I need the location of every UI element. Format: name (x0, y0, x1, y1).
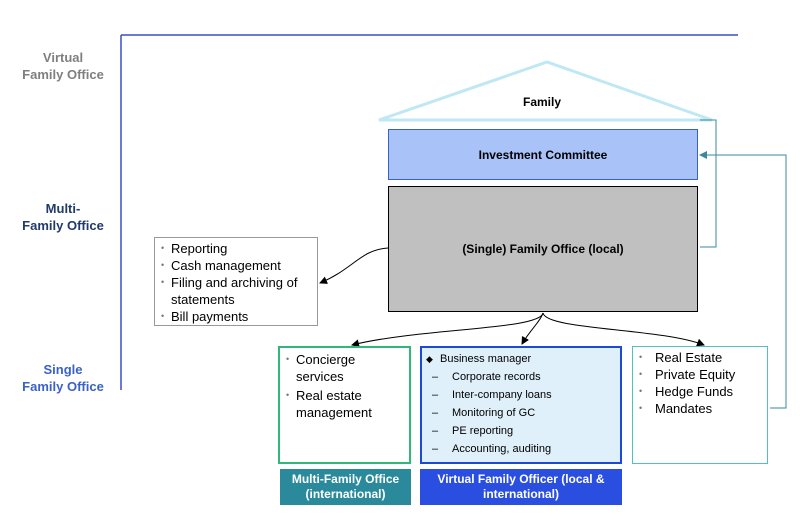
diamond-bullet-icon: ◆ (426, 354, 433, 364)
list-item-label: Monitoring of GC (452, 407, 536, 419)
list-item: Filing and archiving of statements (159, 274, 313, 308)
multi-footer-label: Multi-Family Office (international) (291, 472, 400, 501)
single-label-line1: Single (43, 362, 83, 377)
list-item: –Monitoring of GC (432, 407, 536, 419)
single-label-line2: Family Office (22, 379, 104, 394)
list-item-label: Inter-company loans (452, 389, 552, 401)
family-roof (378, 60, 713, 122)
investment-committee-label: Investment Committee (478, 147, 608, 162)
investment-committee-box: Investment Committee (388, 129, 698, 180)
list-item: –Corporate records (432, 371, 541, 383)
single-family-office-label: Single Family Office (10, 361, 116, 395)
virtual-label-line2: Family Office (22, 67, 104, 82)
arrow-sfo-to-concierge (351, 312, 544, 348)
connector-family-sfo (700, 119, 717, 248)
assets-box: Real Estate Private Equity Hedge Funds M… (632, 346, 768, 464)
business-manager-box: ◆ Business manager –Corporate records –I… (420, 346, 622, 464)
list-item: Real estate management (284, 387, 405, 421)
list-item: Cash management (159, 257, 313, 274)
single-family-office-box: (Single) Family Office (local) (388, 186, 698, 312)
list-item: –PE reporting (432, 425, 514, 437)
list-item: Mandates (637, 400, 763, 417)
list-item: –Accounting, auditing (432, 443, 552, 455)
assets-list: Real Estate Private Equity Hedge Funds M… (637, 349, 763, 417)
list-item: Reporting (159, 240, 313, 257)
connector-assets-ic (699, 151, 787, 409)
virtual-footer-label: Virtual Family Officer (local & internat… (437, 472, 605, 501)
business-manager-items: –Corporate records –Inter-company loans … (426, 368, 616, 458)
arrow-sfo-to-assets (542, 312, 705, 347)
services-box: Reporting Cash management Filing and arc… (154, 237, 318, 326)
services-list: Reporting Cash management Filing and arc… (159, 240, 313, 325)
concierge-box: Concierge services Real estate managemen… (278, 346, 411, 464)
list-item: Hedge Funds (637, 383, 763, 400)
virtual-family-officer-footer: Virtual Family Officer (local & internat… (420, 469, 622, 505)
list-item: Concierge services (284, 351, 405, 385)
list-item: Bill payments (159, 308, 313, 325)
arrow-sfo-to-virtual (521, 312, 544, 345)
list-item: –Inter-company loans (432, 389, 552, 401)
virtual-label-line1: Virtual (42, 50, 84, 65)
single-family-office-label: (Single) Family Office (local) (462, 242, 624, 256)
multi-label-line1: Multi- (45, 201, 81, 216)
business-manager-heading: ◆ Business manager (426, 350, 616, 368)
list-item-label: Corporate records (452, 371, 541, 383)
family-label: Family (522, 95, 561, 109)
list-item: Private Equity (637, 366, 763, 383)
arrow-sfo-to-services (319, 247, 389, 284)
virtual-family-office-label: Virtual Family Office (10, 49, 116, 83)
concierge-list: Concierge services Real estate managemen… (284, 351, 405, 421)
list-item: Real Estate (637, 349, 763, 366)
multi-label-line2: Family Office (22, 218, 104, 233)
list-item-label: Accounting, auditing (452, 443, 552, 455)
business-manager-title: Business manager (440, 353, 532, 365)
multi-family-office-label: Multi- Family Office (10, 200, 116, 234)
list-item-label: PE reporting (452, 425, 514, 437)
multi-family-office-footer: Multi-Family Office (international) (280, 469, 411, 505)
